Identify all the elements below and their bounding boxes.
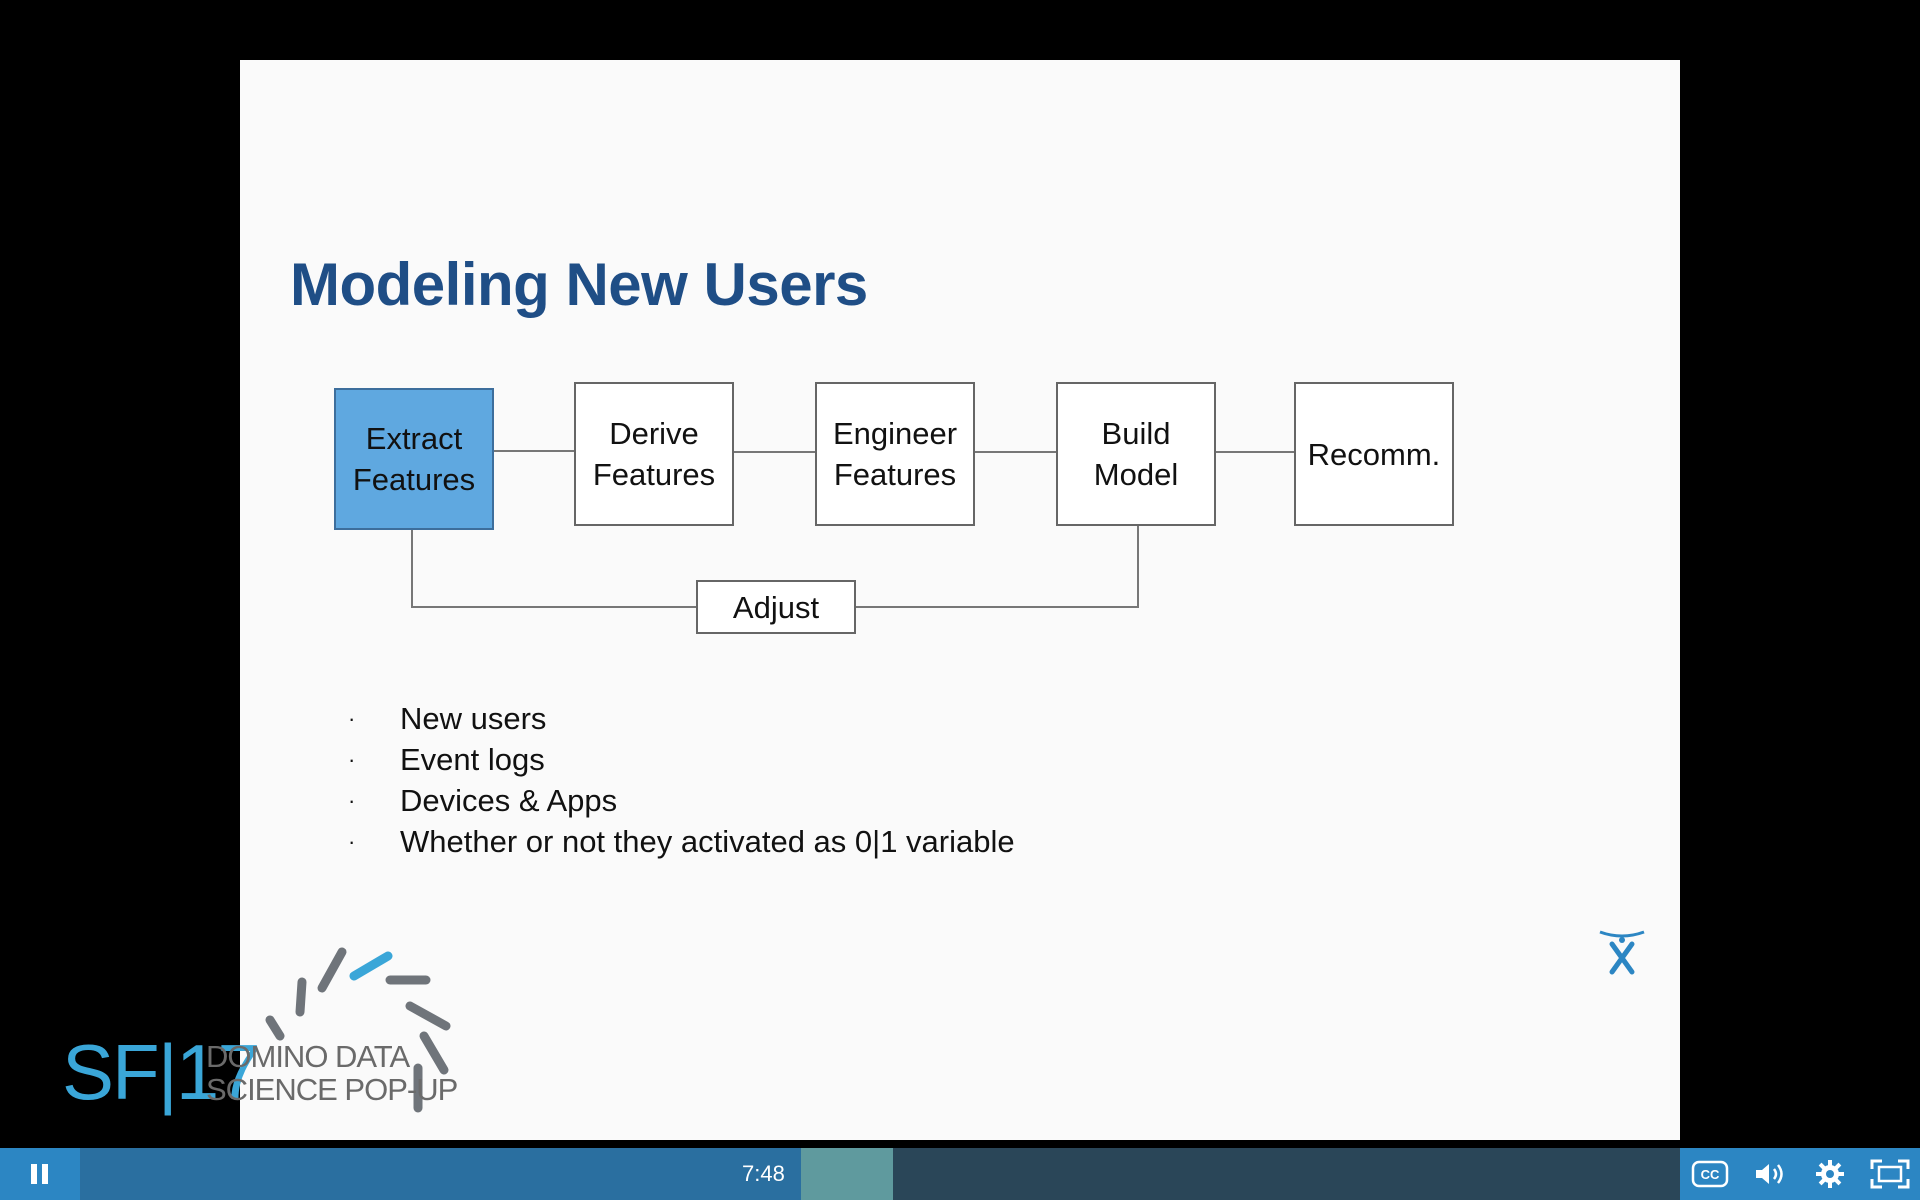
list-item: · Devices & Apps xyxy=(348,780,1015,821)
flow-box-label-line1: Engineer xyxy=(832,416,958,451)
connector-derive-engineer xyxy=(734,451,815,453)
settings-button[interactable] xyxy=(1808,1152,1852,1196)
gear-icon xyxy=(1816,1160,1844,1188)
bullet-text: Whether or not they activated as 0|1 var… xyxy=(400,824,1015,859)
connector-build-recomm xyxy=(1216,451,1294,453)
connector-engineer-build xyxy=(975,451,1056,453)
bullet-text: Devices & Apps xyxy=(400,783,618,818)
bullet-dot: · xyxy=(348,747,356,772)
flow-box-label-line1: Derive xyxy=(609,416,699,451)
player-control-bar: 7:48 CC xyxy=(0,1148,1920,1200)
event-logo-text: SF|17 xyxy=(62,1028,261,1116)
cc-icon: CC xyxy=(1691,1160,1729,1188)
fullscreen-icon xyxy=(1870,1159,1910,1189)
connector-extract-down xyxy=(411,530,413,608)
list-item: · New users xyxy=(348,698,1015,739)
flow-box-label-line1: Extract xyxy=(365,421,463,456)
event-subtitle: DOMINO DATA SCIENCE POP-UP xyxy=(206,1039,458,1107)
current-time: 7:48 xyxy=(742,1161,785,1186)
atlassian-logo-icon xyxy=(1599,930,1645,975)
connector-bottom-left xyxy=(411,606,696,608)
fullscreen-button[interactable] xyxy=(1868,1152,1912,1196)
progress-buffered[interactable] xyxy=(801,1148,893,1200)
flow-box-recomm: Recomm. xyxy=(1294,382,1454,526)
volume-icon xyxy=(1756,1164,1783,1184)
player-right-controls: CC xyxy=(1680,1148,1920,1200)
volume-button[interactable] xyxy=(1748,1152,1792,1196)
bullet-text: Event logs xyxy=(400,742,545,777)
event-subtitle-line2: SCIENCE POP-UP xyxy=(206,1072,458,1107)
flow-box-label-line2: Features xyxy=(592,457,716,492)
event-subtitle-line1: DOMINO DATA xyxy=(206,1039,410,1074)
pause-button[interactable] xyxy=(0,1148,80,1200)
pause-icon xyxy=(31,1164,48,1184)
domino-logo-icon xyxy=(265,947,451,1113)
list-item: · Whether or not they activated as 0|1 va… xyxy=(348,821,1015,862)
bullet-dot: · xyxy=(348,788,356,813)
svg-text:CC: CC xyxy=(1701,1167,1720,1182)
captions-button[interactable]: CC xyxy=(1688,1152,1732,1196)
bullet-dot: · xyxy=(348,706,356,731)
flow-box-label-line2: Features xyxy=(833,457,957,492)
slide-title: Modeling New Users xyxy=(290,251,868,318)
progress-played[interactable] xyxy=(0,1148,801,1200)
connector-bottom-right xyxy=(856,606,1139,608)
bullet-dot: · xyxy=(348,829,356,854)
flow-box-label-line2: Features xyxy=(352,462,476,497)
list-item: · Event logs xyxy=(348,739,1015,780)
connector-build-down xyxy=(1137,526,1139,608)
bullet-list: · New users · Event logs · Devices & Apps ·… xyxy=(348,698,1015,862)
flow-box-adjust: Adjust xyxy=(696,580,856,634)
connector-extract-derive xyxy=(494,450,574,452)
flow-box-label: Recomm. xyxy=(1307,436,1441,472)
bullet-text: New users xyxy=(400,701,547,736)
flow-box-label-line2: Model xyxy=(1093,457,1179,492)
flow-box-label: Adjust xyxy=(732,589,820,625)
flow-box-label-line1: Build xyxy=(1101,416,1171,451)
